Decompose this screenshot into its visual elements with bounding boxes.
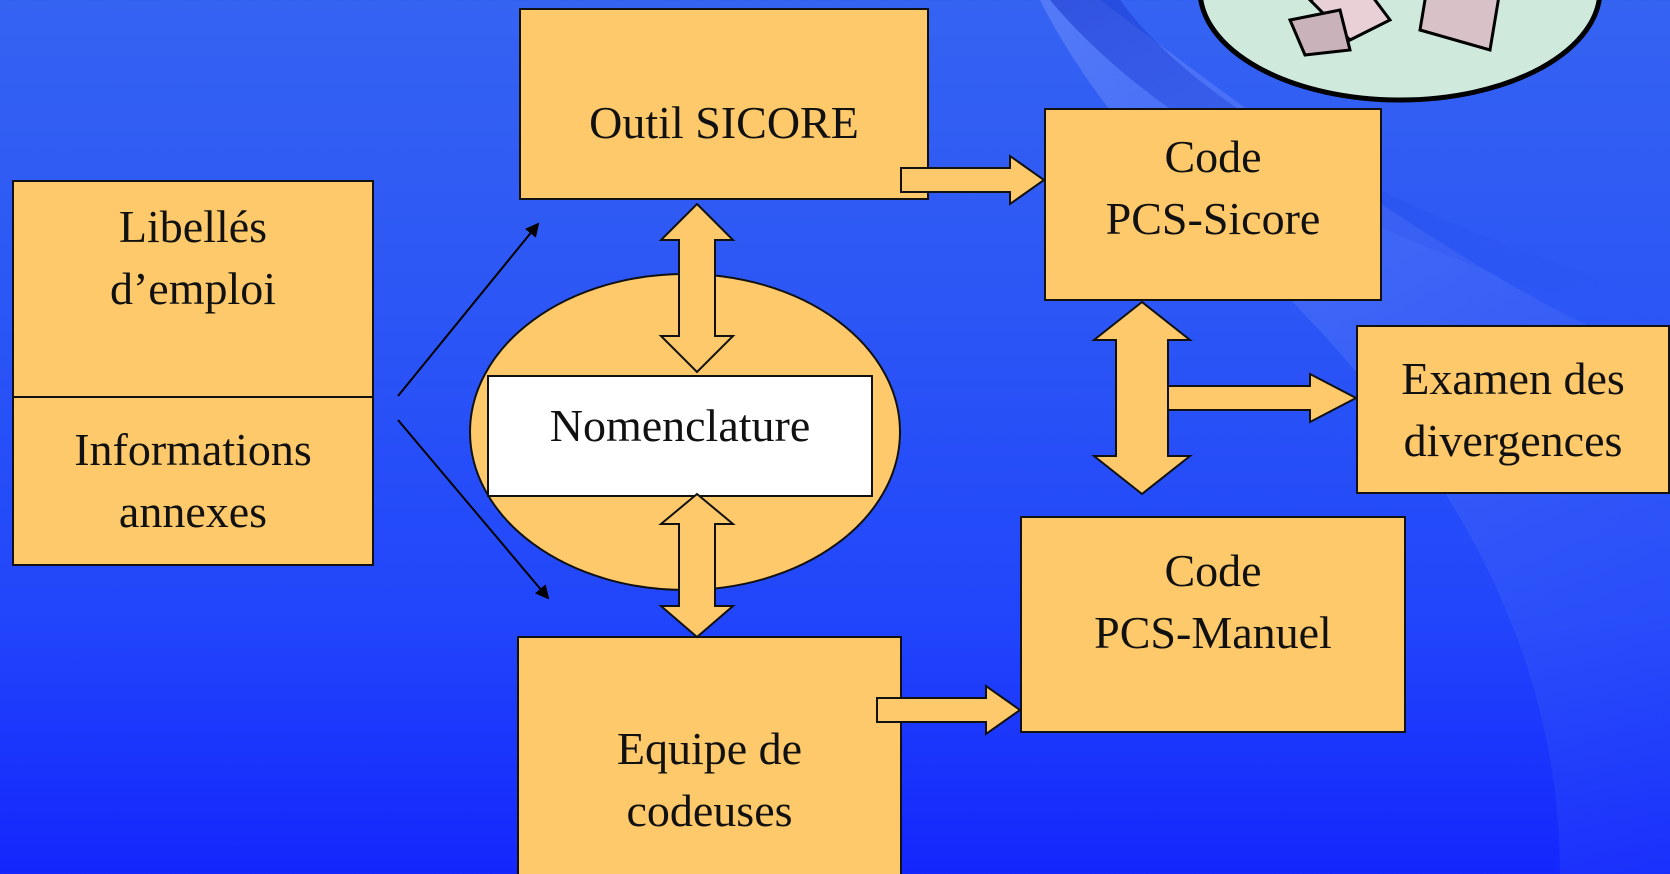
background-swoosh-dark [1050, 0, 1670, 330]
examen-line1: Examen des [1401, 352, 1625, 404]
informations-line2: annexes [118, 486, 268, 537]
arrow-to-equipe [397, 419, 550, 600]
informations-annexes-box: Informations annexes [12, 396, 374, 566]
arrow-to-outil [397, 222, 540, 397]
code-manuel-line2: PCS-Manuel [1094, 607, 1332, 658]
equipe-codeuses-box: Equipe de codeuses [517, 636, 902, 874]
informations-line1: Informations [74, 424, 312, 475]
double-arrow-sicore-manuel [1091, 300, 1193, 496]
libelles-line2: d’emploi [109, 263, 277, 314]
equipe-line2: codeuses [626, 785, 793, 836]
nomenclature-label: Nomenclature [549, 400, 811, 451]
arrow-to-examen-divergences [1167, 372, 1359, 424]
double-arrow-outil-nomenclature [658, 202, 736, 374]
clipart-image [1198, 0, 1602, 103]
examen-line2: divergences [1403, 414, 1623, 466]
equipe-line1: Equipe de [616, 723, 803, 774]
arrow-outil-to-code-sicore [900, 154, 1046, 206]
arrow-equipe-to-code-manuel [876, 684, 1022, 736]
double-arrow-nomenclature-equipe [658, 492, 736, 639]
nomenclature-box: Nomenclature [487, 375, 873, 497]
outil-sicore-box: Outil SICORE [519, 8, 929, 200]
code-pcs-sicore-box: Code PCS-Sicore [1044, 108, 1382, 301]
outil-sicore-label: Outil SICORE [589, 97, 859, 148]
code-sicore-line2: PCS-Sicore [1105, 193, 1321, 244]
code-sicore-line1: Code [1164, 131, 1262, 182]
libelles-emploi-box: Libellés d’emploi [12, 180, 374, 398]
code-pcs-manuel-box: Code PCS-Manuel [1020, 516, 1406, 733]
libelles-line1: Libellés [118, 201, 268, 252]
code-manuel-line1: Code [1164, 545, 1262, 596]
examen-divergences-box: Examen des divergences [1356, 325, 1670, 494]
